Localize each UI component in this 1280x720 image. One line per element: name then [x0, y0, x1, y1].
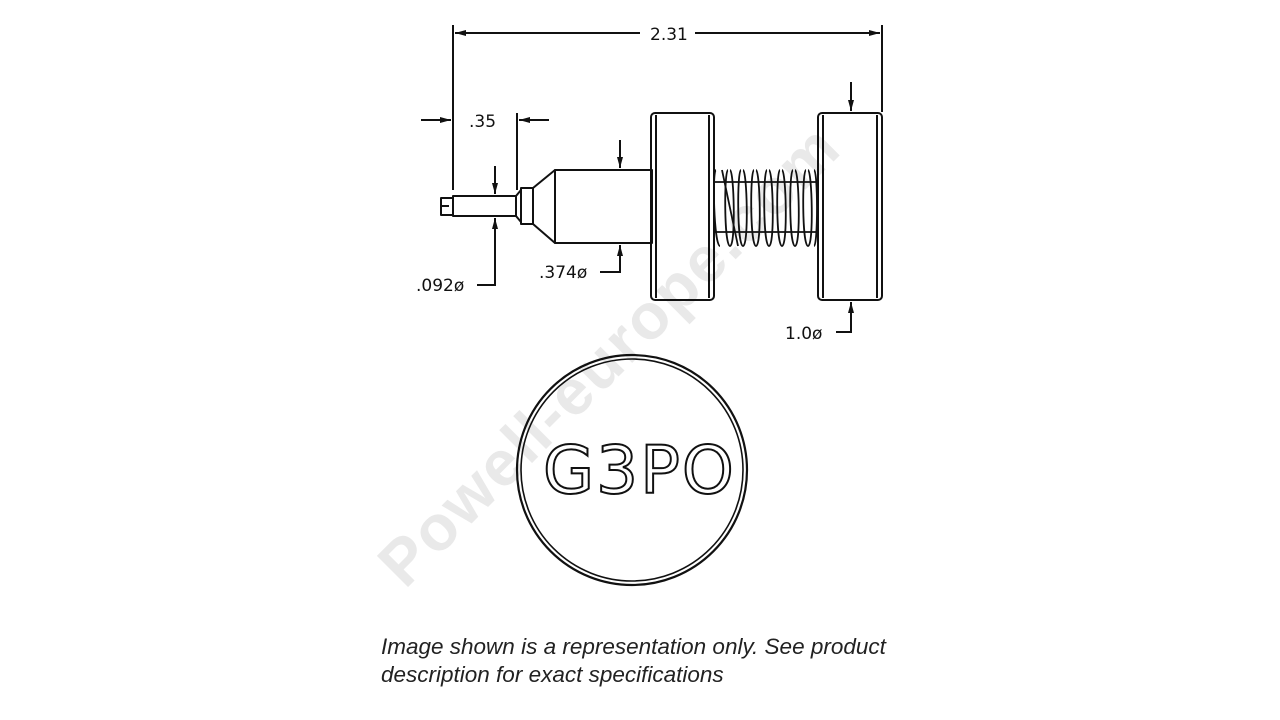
disc-diameter-label: 1.0ø — [785, 324, 822, 344]
pin-diameter-label: .092ø — [416, 276, 464, 296]
disc-diameter-dimension — [836, 82, 854, 333]
caption-line-1: Image shown is a representation only. Se… — [381, 634, 886, 659]
pin-body — [554, 169, 653, 244]
body-diameter-label: .374ø — [539, 263, 587, 283]
overall-length-label: 2.31 — [650, 25, 688, 45]
pin-tip — [440, 195, 517, 217]
end-view — [515, 353, 749, 587]
watermark-text: Powell-europe.com — [364, 110, 854, 600]
watermark: Powell-europe.com — [364, 110, 854, 600]
caption-line-2: description for exact specifications — [381, 662, 724, 687]
right-disc — [817, 112, 883, 301]
tip-length-label: .35 — [469, 112, 496, 132]
tip-length-dimension — [421, 113, 549, 190]
body-diameter-dimension — [600, 140, 623, 273]
end-view-marking: G3PO — [543, 432, 736, 509]
overall-length-dimension — [452, 25, 883, 190]
disclaimer-caption: Image shown is a representation only. Se… — [381, 633, 941, 689]
pin-diameter-dimension — [477, 166, 498, 286]
pin-collar-cone — [515, 169, 556, 244]
